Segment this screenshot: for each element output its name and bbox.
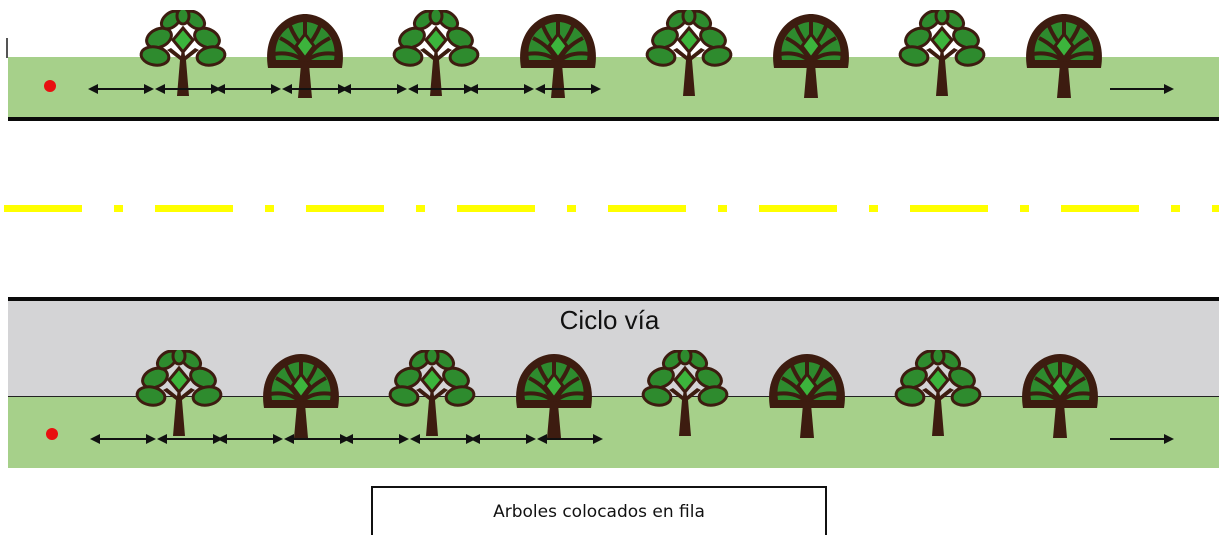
double-arrow-icon: [408, 82, 475, 94]
double-arrow-icon: [157, 432, 224, 444]
round-tree-icon: [766, 10, 856, 103]
round-tree-icon: [1015, 350, 1105, 443]
double-arrow-icon: [343, 432, 409, 444]
center-dot: [114, 205, 123, 212]
leafy-tree-icon: [896, 6, 988, 101]
center-dash: [608, 205, 686, 212]
double-arrow-icon: [534, 82, 601, 94]
center-dot: [265, 205, 274, 212]
caption-text: Arboles colocados en fila: [493, 501, 705, 522]
leafy-tree-icon: [892, 346, 984, 441]
center-dash: [759, 205, 837, 212]
right-arrow-icon: [1108, 82, 1174, 94]
round-tree-icon: [1019, 10, 1109, 103]
top-curb-line: [8, 117, 1219, 121]
road-center-line: [4, 205, 1219, 212]
center-dash: [155, 205, 233, 212]
double-arrow-icon: [467, 82, 534, 94]
double-arrow-icon: [410, 432, 477, 444]
center-dash: [910, 205, 988, 212]
center-dot: [567, 205, 576, 212]
red-dot-marker: [46, 428, 58, 440]
center-dot: [1171, 205, 1180, 212]
bike-lane-label: Ciclo vía: [559, 305, 660, 335]
double-arrow-icon: [216, 432, 283, 444]
round-tree-icon: [256, 350, 346, 443]
double-arrow-icon: [536, 432, 603, 444]
double-arrow-icon: [281, 82, 348, 94]
center-dash: [1212, 205, 1219, 212]
caption-box: Arboles colocados en fila: [371, 486, 827, 535]
right-arrow-icon: [1108, 432, 1174, 444]
double-arrow-icon: [214, 82, 281, 94]
leafy-tree-icon: [137, 6, 229, 101]
red-dot-marker: [44, 80, 56, 92]
center-dot: [869, 205, 878, 212]
round-tree-icon: [509, 350, 599, 443]
leafy-tree-icon: [643, 6, 735, 101]
leafy-tree-icon: [386, 346, 478, 441]
double-arrow-icon: [155, 82, 222, 94]
bike-lane-divider: [8, 396, 1219, 397]
center-dash: [306, 205, 384, 212]
double-arrow-icon: [283, 432, 350, 444]
leafy-tree-icon: [639, 346, 731, 441]
double-arrow-icon: [469, 432, 536, 444]
center-dash: [1061, 205, 1139, 212]
center-dash: [4, 205, 82, 212]
round-tree-icon: [762, 350, 852, 443]
bottom-green-strip: [8, 397, 1219, 468]
round-tree-icon: [260, 10, 350, 103]
double-arrow-icon: [88, 82, 154, 94]
center-dot: [718, 205, 727, 212]
center-dash: [457, 205, 535, 212]
center-dot: [416, 205, 425, 212]
leafy-tree-icon: [390, 6, 482, 101]
top-left-tick: [6, 38, 8, 58]
center-dot: [1020, 205, 1029, 212]
double-arrow-icon: [90, 432, 156, 444]
leafy-tree-icon: [133, 346, 225, 441]
top-green-strip: [8, 57, 1219, 117]
double-arrow-icon: [341, 82, 407, 94]
bottom-curb-line: [8, 297, 1219, 301]
